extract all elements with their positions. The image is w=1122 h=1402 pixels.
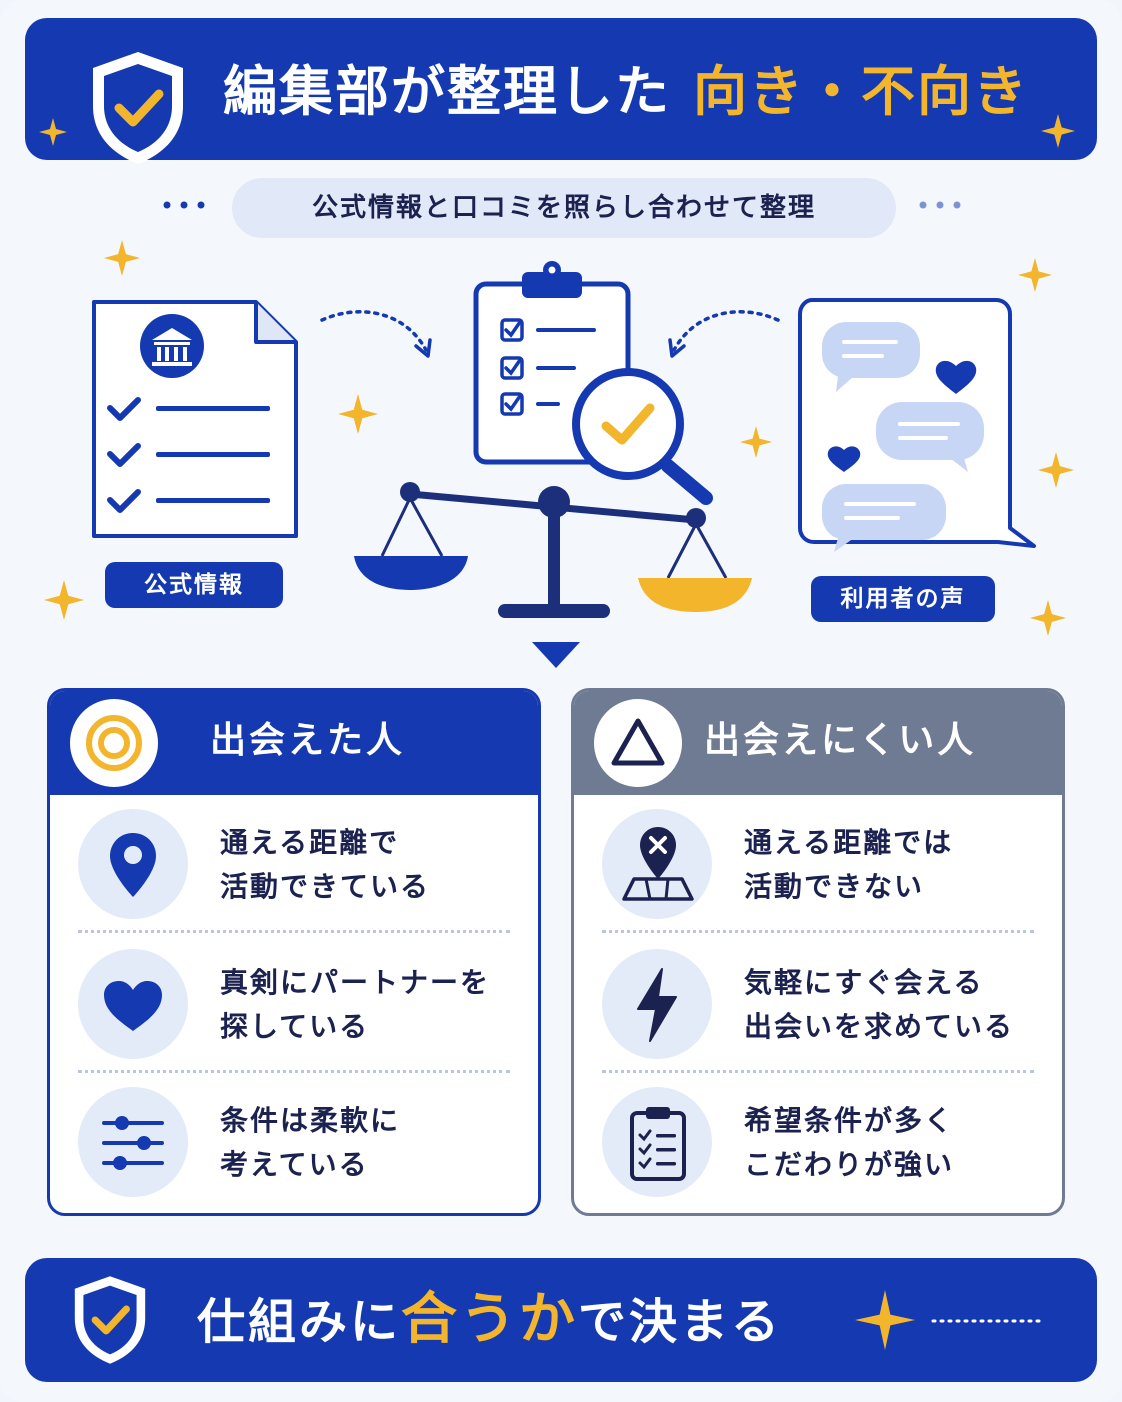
badge [70,699,158,787]
badge [594,699,682,787]
suited-card-title: 出会えた人 [210,720,406,761]
item-line: 活動できない [744,870,925,903]
suited-card: 出会えた人 通える距離で 活動できている 真剣にパートナーを [47,688,541,1216]
icon-circle [602,949,712,1059]
sparkle-icon [1018,258,1052,292]
dotted-arrow-icon [668,310,780,358]
item-line: 活動できている [220,870,431,903]
item-line: 探している [220,1010,370,1043]
item-line: 通える距離で [220,826,400,859]
sliders-icon [102,1116,164,1170]
header-banner: 編集部が整理した向き・不向き [25,18,1097,164]
list-item: 通える距離では 活動できない [574,795,1062,933]
sparkle-icon [1041,114,1075,148]
icon-circle [78,1087,188,1197]
icon-circle [78,949,188,1059]
unsuited-card-title: 出会えにくい人 [704,720,977,761]
page-title: 編集部が整理した向き・不向き [223,62,1029,122]
unsuited-card: 出会えにくい人 通える距離では 活動できない [571,688,1065,1216]
list-item: 希望条件が多く こだわりが強い [574,1073,1062,1211]
shield-check-icon [93,52,183,164]
sparkle-icon [855,1290,915,1350]
sparkle-icon [1038,452,1074,488]
sparkle-icon [740,426,772,458]
double-circle-icon [86,715,142,771]
user-voice-tag: 利用者の声 [811,576,995,622]
sparkle-icon [104,240,140,276]
item-text: 通える距離では 活動できない [744,821,953,909]
footer-message: 仕組みに合うかで決まる [197,1288,782,1354]
item-line: 気軽にすぐ会える [744,966,984,999]
shield-check-icon [74,1276,146,1364]
official-info-tag: 公式情報 [105,562,283,608]
map-pin-x-icon [622,827,694,901]
dots-decoration [163,201,205,209]
dotted-divider [78,1070,510,1073]
down-arrow-icon [532,642,580,668]
sparkle-icon [1030,600,1066,636]
item-text: 気軽にすぐ会える 出会いを求めている [744,961,1014,1049]
item-text: 希望条件が多く こだわりが強い [744,1099,954,1187]
item-line: 条件は柔軟に [220,1104,401,1137]
list-item: 気軽にすぐ会える 出会いを求めている [574,935,1062,1073]
heart-icon [104,981,162,1031]
list-item: 条件は柔軟に 考えている [50,1073,538,1211]
item-line: 出会いを求めている [744,1010,1015,1043]
sparkle-icon [44,580,84,620]
list-item: 通える距離で 活動できている [50,795,538,933]
chat-bubbles-icon [798,298,1036,552]
item-line: 希望条件が多く [744,1104,955,1137]
official-document-icon [92,300,298,538]
item-line: 真剣にパートナーを [220,966,491,999]
dotted-divider [78,930,510,933]
footer-text-before: 仕組みに [197,1294,402,1350]
title-accent: 向き・不向き [693,60,1029,123]
item-line: こだわりが強い [744,1148,955,1181]
item-text: 真剣にパートナーを 探している [220,961,490,1049]
clipboard-magnifier-scale-icon [354,261,752,618]
unsuited-card-header: 出会えにくい人 [574,691,1062,795]
footer-text-after: で決まる [578,1294,783,1350]
dots-decoration [919,201,961,209]
icon-circle [78,809,188,919]
triangle-icon [611,718,665,766]
dotted-divider [602,1070,1034,1073]
sparkle-icon [338,394,378,434]
dotted-arrow-icon [320,310,432,358]
item-line: 考えている [220,1148,369,1181]
dots-decoration [931,1319,1043,1323]
icon-circle [602,809,712,919]
dotted-divider [602,930,1034,933]
footer-accent: う [460,1287,520,1352]
subtitle-pill: 公式情報と口コミを照らし合わせて整理 [232,178,896,238]
icon-circle [602,1087,712,1197]
footer-banner: 仕組みに合うかで決まる [25,1258,1097,1382]
item-text: 条件は柔軟に 考えている [220,1099,400,1187]
item-line: 通える距離では [744,826,954,859]
clipboard-checklist-icon [630,1107,686,1181]
suited-card-header: 出会えた人 [50,691,538,795]
item-text: 通える距離で 活動できている [220,821,430,909]
title-main: 編集部が整理した [223,60,671,123]
sparkle-icon [39,118,67,146]
footer-accent: 合 [401,1287,461,1352]
list-item: 真剣にパートナーを 探している [50,935,538,1073]
location-pin-icon [110,833,156,897]
footer-accent: か [519,1287,579,1352]
lightning-icon [637,968,677,1042]
